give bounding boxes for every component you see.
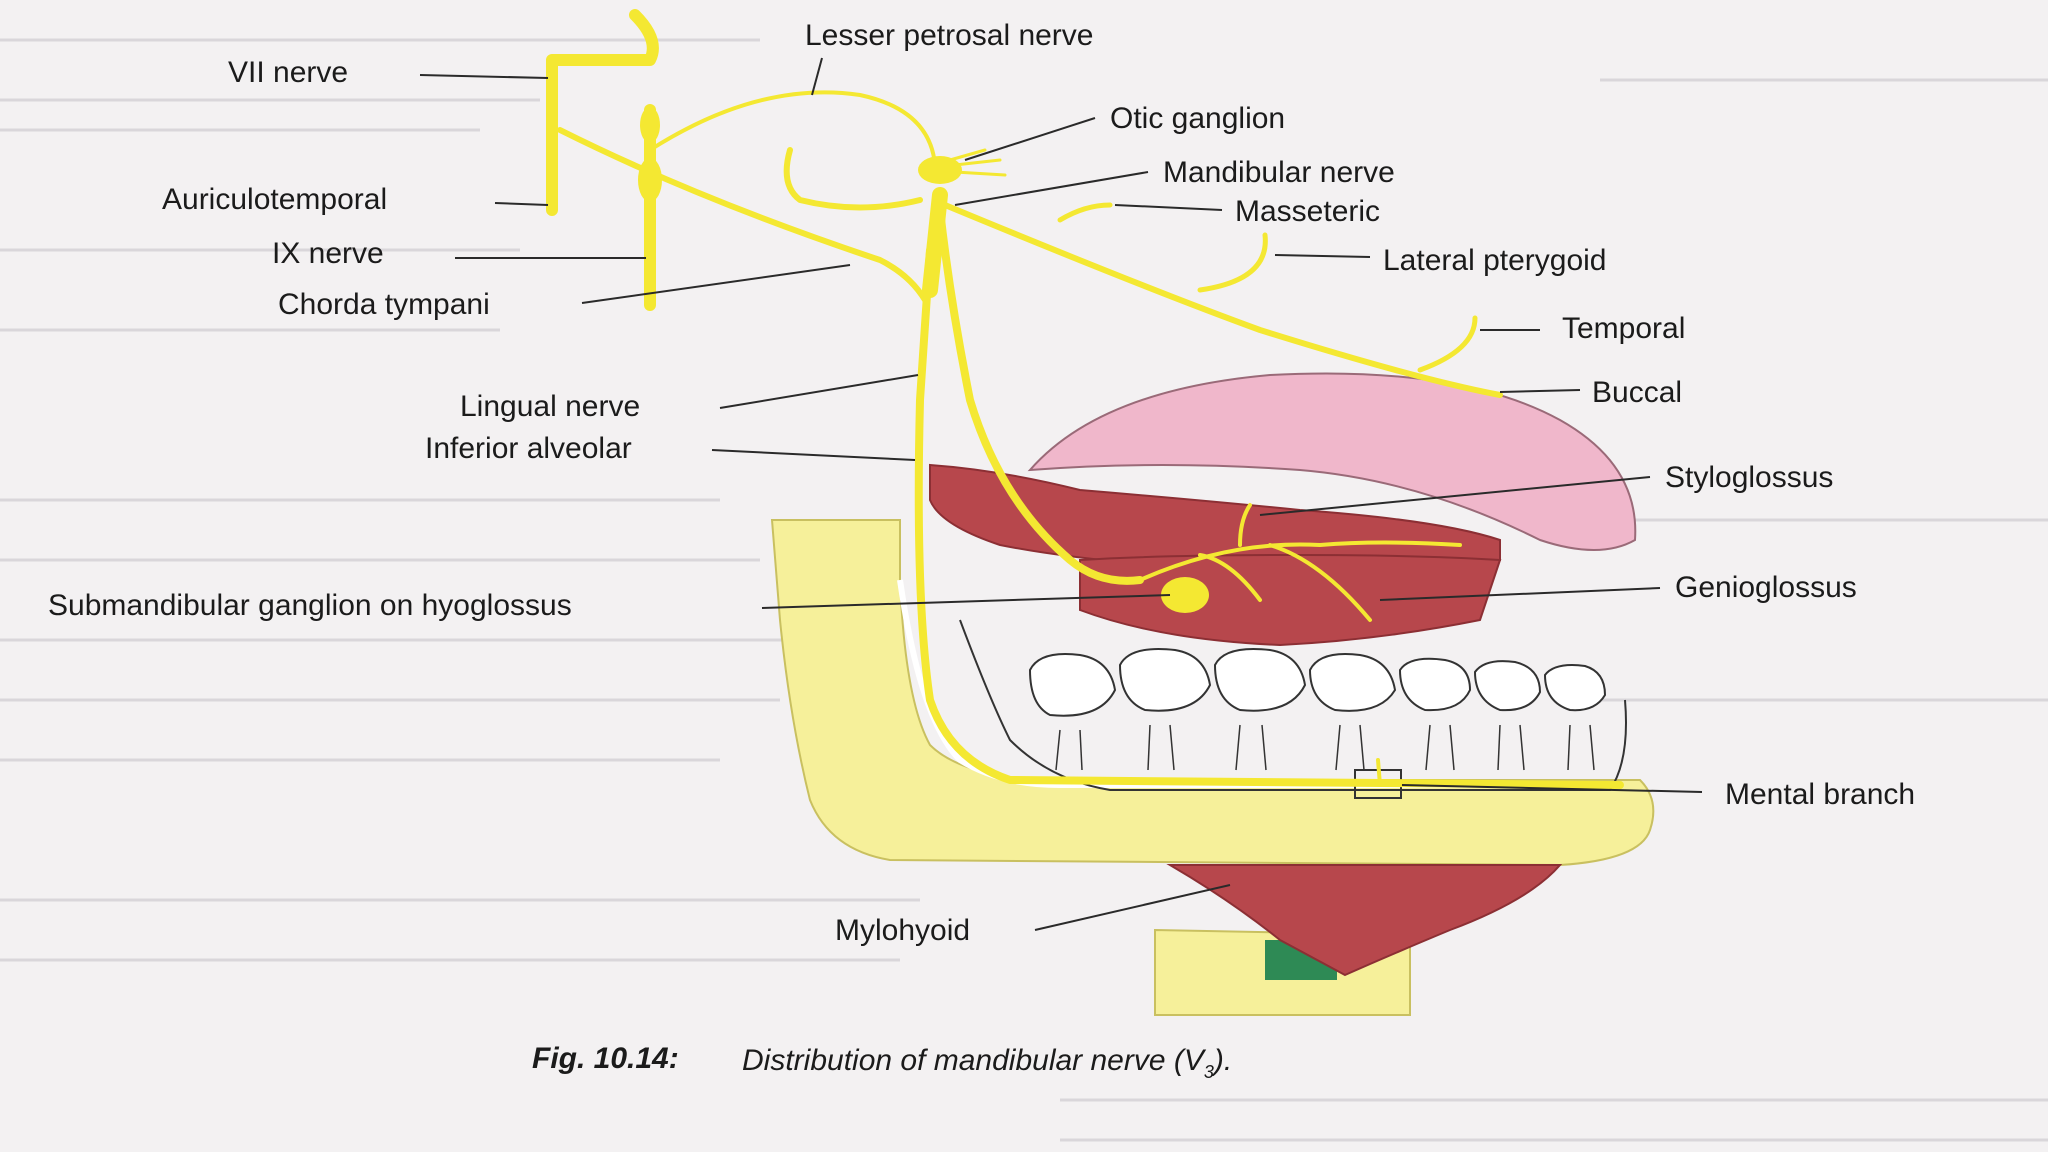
tongue (1027, 372, 1637, 551)
label-mylohyoid: Mylohyoid (835, 914, 970, 947)
mylohyoid-muscle (1166, 864, 1563, 977)
genioglossus-muscle (1079, 553, 1502, 647)
teeth (1028, 648, 1607, 717)
leader-lines (419, 57, 1703, 931)
label-lateral-pterygoid: Lateral pterygoid (1383, 244, 1606, 277)
label-inferior-alveolar: Inferior alveolar (425, 432, 632, 465)
caption-main: Distribution of mandibular nerve (V (742, 1044, 1207, 1077)
label-lesser-petrosal: Lesser petrosal nerve (805, 19, 1094, 52)
label-genioglossus: Genioglossus (1675, 571, 1857, 604)
caption-subscript: 3 (1204, 1062, 1214, 1082)
otic-ganglion-rays (948, 148, 1007, 177)
label-mandibular-nerve: Mandibular nerve (1163, 156, 1395, 189)
submandibular-ganglion-shape (1161, 577, 1209, 613)
caption-fig-number: Fig. 10.14: (532, 1042, 679, 1075)
ix-ganglion-upper (640, 107, 660, 143)
otic-ganglion-shape (918, 156, 962, 184)
label-mental-branch: Mental branch (1725, 778, 1915, 811)
label-chorda-tympani: Chorda tympani (278, 288, 490, 321)
label-masseteric: Masseteric (1235, 195, 1380, 228)
caption-text: Distribution of mandibular nerve (V3). (742, 1044, 1232, 1082)
figure-caption: Fig. 10.14: Distribution of mandibular n… (532, 1042, 1232, 1082)
label-auriculotemporal: Auriculotemporal (162, 183, 387, 216)
label-lingual-nerve: Lingual nerve (460, 390, 640, 423)
label-otic-ganglion: Otic ganglion (1110, 102, 1285, 135)
lingual-nerve-path (936, 206, 1144, 585)
chorda-tympani-path (557, 127, 928, 303)
vii-nerve-path (546, 9, 659, 216)
mental-branch-path (1376, 758, 1382, 787)
background-text-ghost (0, 38, 2048, 1142)
mandible-bone (770, 519, 1655, 867)
nerves (546, 9, 1624, 789)
lateral-pterygoid-branch (1197, 232, 1268, 293)
inferior-alveolar-path (914, 246, 1624, 789)
tooth-roots (1055, 724, 1595, 771)
ix-ganglion-lower (638, 158, 662, 202)
label-buccal: Buccal (1592, 376, 1682, 409)
caption-tail: ). (1211, 1044, 1232, 1077)
label-submandibular-ganglion: Submandibular ganglion on hyoglossus (48, 589, 572, 622)
auriculotemporal-path (783, 147, 923, 211)
label-ix-nerve: IX nerve (272, 237, 384, 270)
gum-outline (959, 619, 1627, 791)
anterior-division-path (942, 202, 1503, 398)
lesser-petrosal-path (648, 90, 937, 167)
label-temporal: Temporal (1562, 312, 1685, 345)
label-vii-nerve: VII nerve (228, 56, 348, 89)
label-styloglossus: Styloglossus (1665, 461, 1833, 494)
temporal-branch (1417, 315, 1478, 373)
masseteric-branch (1057, 202, 1113, 223)
lingual-branches (1138, 503, 1462, 622)
